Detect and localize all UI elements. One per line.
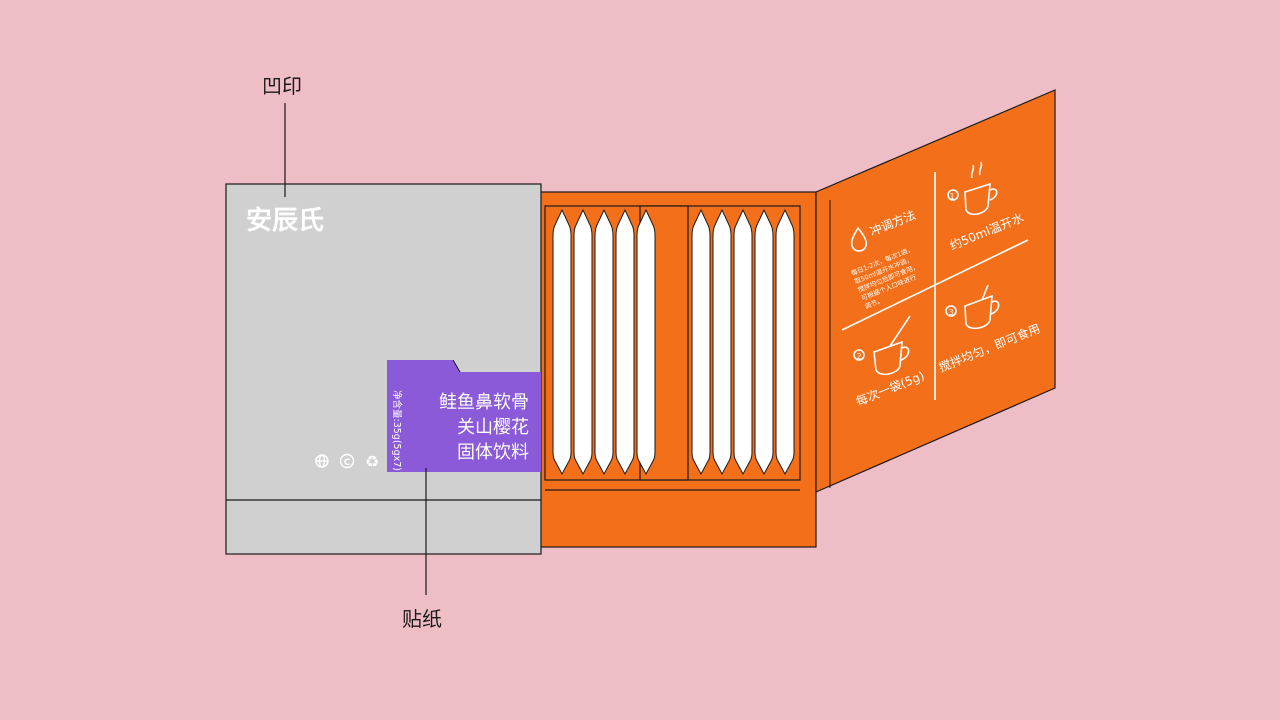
- recycle-icon: ♻: [365, 452, 379, 471]
- instruction-divider-horizontal: [841, 239, 1029, 331]
- sachet-stick: [775, 208, 795, 476]
- sticker-callout-label: 贴纸: [402, 607, 442, 631]
- svg-text:♻: ♻: [365, 452, 379, 471]
- step3-number: 3: [948, 308, 953, 317]
- sticker-product-line: 关山樱花: [457, 417, 529, 438]
- sachet-stick: [754, 208, 774, 476]
- step2-number: 2: [856, 352, 861, 361]
- instruction-artwork: [841, 161, 1029, 400]
- sachet-group-left: [552, 208, 656, 476]
- product-sticker: [387, 360, 541, 472]
- cup-icon-step3: [945, 284, 1000, 330]
- step1-number: 1: [949, 192, 954, 201]
- brand-logo: 安辰氏: [246, 206, 324, 236]
- sachet-stick: [552, 208, 572, 476]
- sticker-product-line: 固体饮料: [457, 442, 529, 463]
- sachet-stick: [636, 208, 656, 476]
- sachet-stick: [615, 208, 635, 476]
- cup-icon-step1: [947, 161, 998, 216]
- sachet-group-right: [691, 208, 795, 476]
- trust-icons: C ♻: [315, 452, 379, 471]
- cup-icon-step2: [853, 315, 911, 376]
- globe-icon: [315, 454, 329, 468]
- water-drop-icon: [850, 226, 868, 252]
- sticker-tab-edge: [452, 359, 461, 373]
- sachet-stick: [594, 208, 614, 476]
- net-content-text: 净含量:35g(5gx7): [391, 390, 403, 471]
- sachet-stick: [733, 208, 753, 476]
- sachet-stick: [712, 208, 732, 476]
- emboss-callout-label: 凹印: [262, 74, 302, 98]
- copyright-icon: C: [339, 453, 355, 469]
- sachet-stick: [691, 208, 711, 476]
- gray-sleeve: [225, 183, 542, 555]
- sachet-stick: [573, 208, 593, 476]
- sticker-product-line: 鲑鱼鼻软骨: [439, 392, 529, 413]
- svg-text:C: C: [344, 458, 351, 468]
